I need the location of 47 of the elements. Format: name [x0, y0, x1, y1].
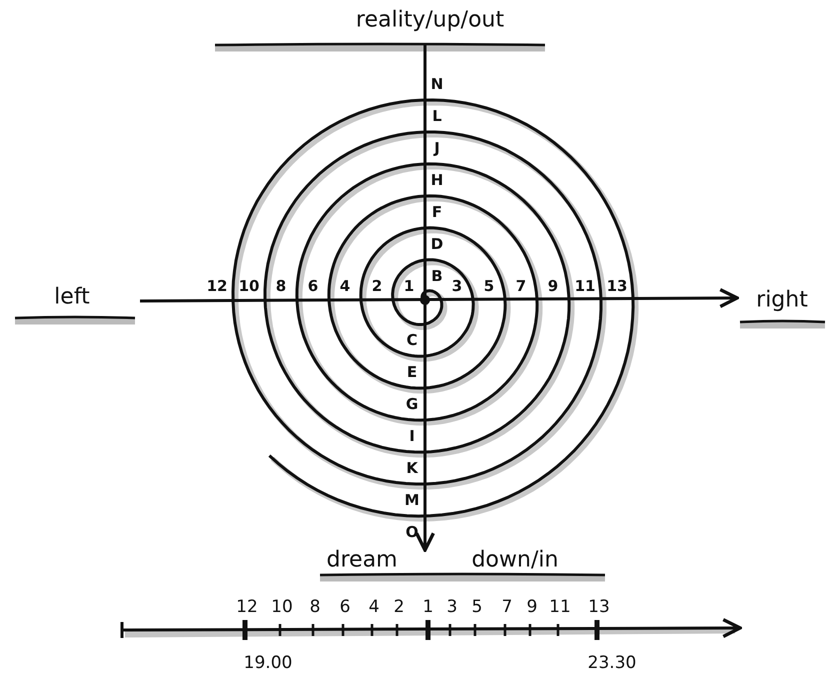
spiral-marker: F [432, 203, 442, 221]
tick-label: 4 [368, 597, 380, 617]
spiral-marker: 6 [308, 277, 318, 295]
spiral-marker: E [406, 363, 418, 381]
spiral-marker: K [406, 459, 418, 477]
spiral-marker: L [432, 107, 442, 125]
spiral-marker: J [434, 139, 440, 157]
axis-label: left [54, 284, 90, 310]
tick-label: 9 [526, 597, 538, 617]
spiral-marker: 8 [276, 277, 286, 295]
spiral-marker: 11 [574, 277, 596, 295]
spiral-marker: 9 [548, 277, 558, 295]
spiral-marker: 2 [372, 277, 382, 295]
spiral-marker: N [430, 75, 444, 93]
tick-label: 1 [422, 597, 434, 617]
tick-label: 5 [472, 597, 482, 617]
tick-label: 8 [310, 597, 320, 617]
time-label: 19.00 [244, 653, 292, 673]
spiral-marker: 10 [238, 277, 260, 295]
spiral-marker: G [406, 395, 418, 413]
tick-label: 7 [502, 597, 512, 617]
spiral-marker: M [404, 491, 420, 509]
axis-label: right [756, 288, 808, 312]
tick-label: 6 [340, 597, 350, 617]
spiral-marker: B [431, 267, 443, 285]
time-label: 23.30 [588, 653, 636, 673]
spiral-marker: C [406, 331, 418, 349]
tick-label: 12 [236, 597, 258, 617]
tick-label: 10 [271, 597, 293, 617]
spiral-marker: 12 [206, 277, 228, 295]
spiral-marker: 4 [340, 277, 350, 295]
spiral-marker: 13 [606, 277, 628, 295]
spiral-marker: 3 [452, 277, 462, 295]
axis-label: down/in [472, 548, 558, 572]
spiral-marker: D [430, 235, 444, 253]
spiral-marker: H [430, 171, 444, 189]
tick-label: 2 [394, 597, 404, 617]
spiral-marker: O [406, 523, 418, 541]
axis-label: reality/up/out [356, 8, 504, 32]
tick-label: 11 [549, 597, 571, 617]
spiral-marker: I [409, 427, 415, 445]
tick-label: 3 [446, 597, 458, 617]
axis-label: dream [326, 548, 398, 572]
spiral-marker: 5 [484, 277, 494, 295]
spiral-marker: 1 [404, 277, 414, 295]
tick-label: 13 [588, 597, 610, 617]
spiral-marker: 7 [516, 277, 526, 295]
